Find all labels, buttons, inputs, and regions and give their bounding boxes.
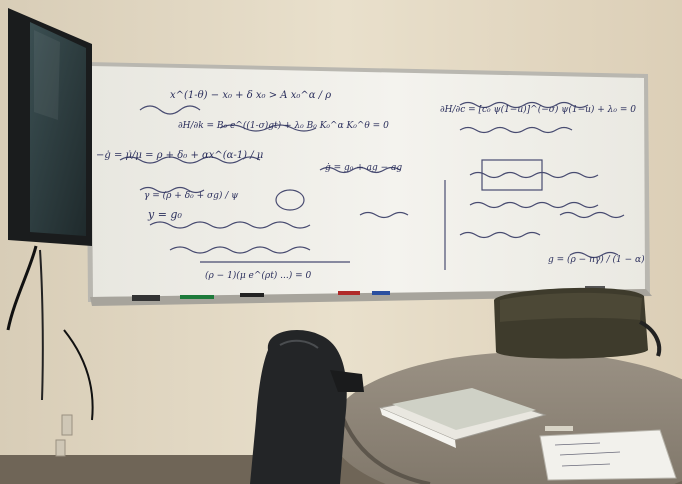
bag-flap [500, 292, 642, 322]
marker-gray [585, 286, 605, 290]
equation-1: x^(1-θ) − x₀ + δ x₀ > A x₀^α / ρ [170, 90, 331, 101]
paper-sheet [539, 429, 677, 481]
paper-strip [545, 426, 573, 431]
office-chair [250, 330, 347, 484]
power-cable [6, 245, 38, 331]
handwriting-scribbles [119, 101, 625, 270]
monitor-glare [34, 30, 60, 120]
equation-3: −ġ = μ̇/μ = ρ + δ₀ + αx^(α-1) / μ [96, 150, 263, 161]
notebook-top [392, 388, 536, 430]
notebook-pages [380, 408, 456, 448]
power-cable-2 [39, 249, 44, 401]
marker-red [338, 291, 360, 295]
equation-7: γ = (ρ + δ₀ + σg) / ψ [144, 190, 239, 201]
power-cable-3 [63, 329, 94, 421]
eraser [132, 295, 160, 301]
wall-outlet [61, 414, 73, 436]
equation-4: ġ = g₀ + ag − ag [325, 163, 402, 173]
marker-black [240, 293, 264, 297]
equation-9: g = (ρ − nγ) / (1 − α) [548, 254, 645, 265]
monitor-screen [30, 22, 86, 236]
equation-8: (ρ − 1)(μ e^(ρt) ...) = 0 [205, 270, 312, 281]
bag-strap [639, 320, 662, 357]
marker-blue [372, 291, 390, 295]
whiteboard [91, 66, 645, 297]
marker-green [180, 295, 214, 299]
marker-tray [90, 289, 652, 306]
paper-writing [554, 442, 621, 467]
equation-2: ∂H/∂k = B₀ e^((1-σ)gt) + λ₀ B₀ K₀^α K₀^θ… [178, 120, 389, 131]
equation-6: y = g₀ [147, 208, 182, 221]
equation-5: ∂H/∂c = [c₀ ψ(1−u)]^(−σ) ψ(1−u) + λ₀ = 0 [440, 104, 636, 115]
chair-armrest [330, 370, 364, 392]
wall-outlet-2 [55, 439, 66, 457]
chair-highlight [279, 339, 319, 349]
table-edge [338, 409, 431, 484]
